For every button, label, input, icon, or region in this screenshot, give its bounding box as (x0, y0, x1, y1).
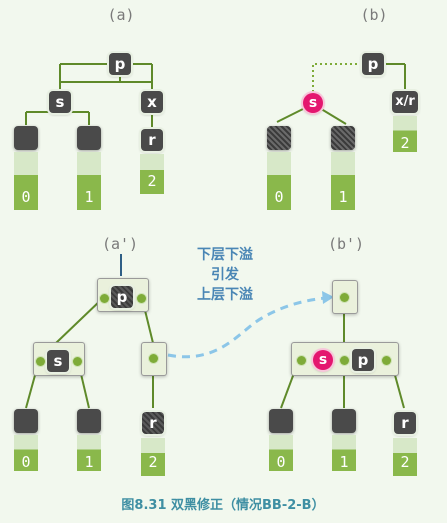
a2-dot-s-right (72, 356, 82, 366)
b2-subtree-2: 2 (393, 436, 417, 496)
a2-node-r: r (142, 412, 164, 434)
a2-dot-empty (148, 353, 158, 363)
b-node-xr: x/r (392, 91, 418, 113)
panel-a-label: (a) (107, 6, 135, 24)
b2-node-s: s (313, 350, 333, 370)
note-line-3: 上层下溢 (197, 287, 253, 303)
a-subtree-0: 0 (14, 126, 38, 210)
note-line-1: 下层下溢 (197, 247, 253, 263)
a-subtree-2: 2 (140, 152, 164, 212)
a-node-r: r (141, 129, 163, 151)
a-node-p: p (109, 53, 131, 75)
a2-node-s: s (47, 350, 69, 372)
b-subtree-1: 1 (331, 126, 355, 210)
a-node-s: s (49, 91, 71, 113)
a2-dot-p-left (99, 293, 109, 303)
propagation-note: 下层下溢 引发 上层下溢 (197, 245, 253, 305)
b-node-p: p (362, 53, 384, 75)
edge-b-dotted (312, 63, 362, 92)
note-line-2: 引发 (211, 267, 239, 283)
b-node-s: s (303, 93, 323, 113)
propagation-arrow (167, 296, 327, 359)
b2-dot-top (339, 292, 349, 302)
panel-b2-label: (b') (327, 235, 365, 253)
propagation-arrowhead (322, 291, 334, 304)
panel-b-label: (b) (360, 6, 388, 24)
b2-node-r: r (394, 412, 416, 434)
b2-subtree-0: 0 (269, 409, 293, 471)
a-subtree-1: 1 (77, 126, 101, 210)
a2-subtree-2: 2 (141, 436, 165, 496)
figure-caption: 图8.31 双黑修正（情况BB-2-B） (121, 498, 325, 513)
b-subtree-2: 2 (393, 114, 417, 174)
b2-dot-mid (339, 355, 349, 365)
a2-subtree-1: 1 (77, 409, 101, 471)
b-subtree-0: 0 (267, 126, 291, 210)
a-node-x: x (141, 91, 163, 113)
b2-dot-left (296, 355, 306, 365)
edge-a2-p-s (55, 297, 104, 344)
panel-a2-label: (a') (101, 235, 139, 253)
a2-node-p: p (111, 286, 133, 308)
b2-node-p: p (352, 349, 374, 371)
b2-subtree-1: 1 (332, 409, 356, 471)
a2-subtree-0: 0 (14, 409, 38, 471)
a2-dot-p-right (136, 293, 146, 303)
a2-dot-s-left (35, 356, 45, 366)
b2-dot-right (381, 355, 391, 365)
